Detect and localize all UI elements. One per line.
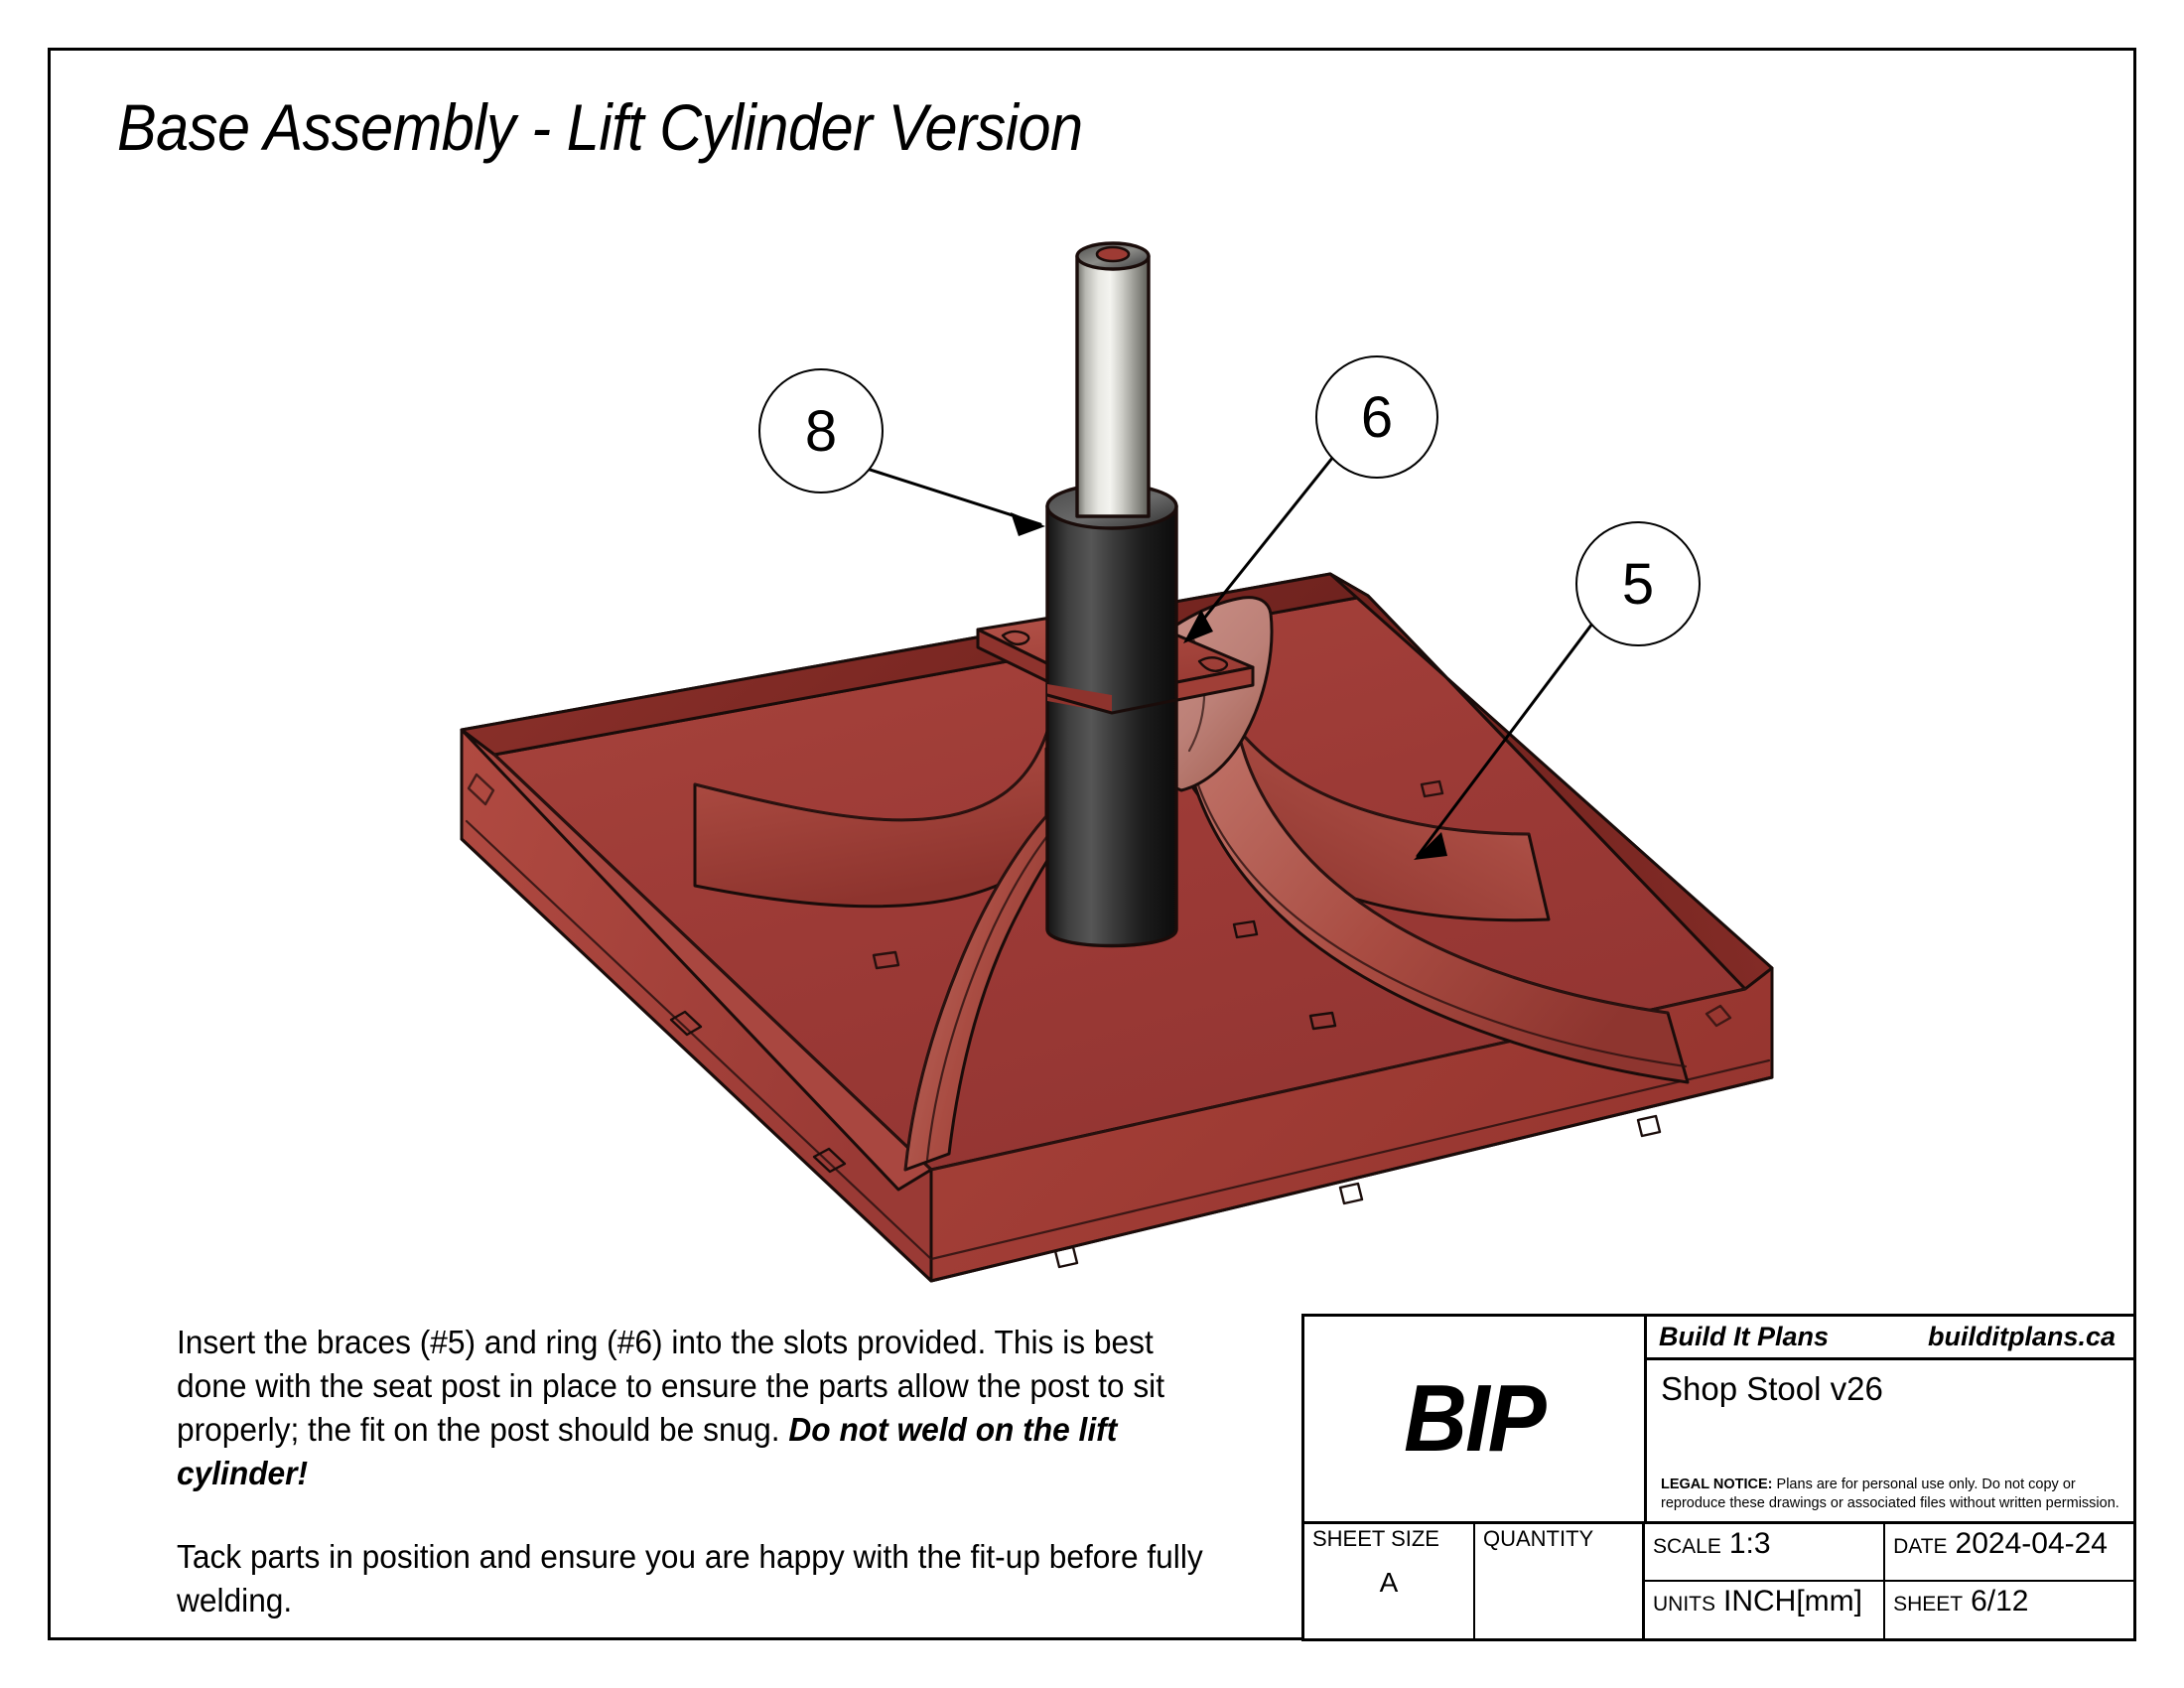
company-logo: BIP [1304,1317,1647,1521]
title-block-upper: BIP Build It Plans builditplans.ca Shop … [1304,1317,2133,1521]
scale-label: SCALE [1653,1535,1721,1558]
quantity-label: QUANTITY [1483,1526,1594,1551]
balloon-5-label: 5 [1621,551,1655,617]
project-name: Shop Stool v26 [1661,1370,1883,1407]
spec-row-1: SCALE 1:3 DATE 2024-04-24 [1645,1524,2133,1582]
note-1-text: Insert the braces (#5) and ring (#6) int… [177,1324,1165,1448]
units-value: INCH[mm] [1723,1584,1862,1618]
legal-notice: LEGAL NOTICE: Plans are for personal use… [1661,1476,2123,1513]
units-cell: UNITS INCH[mm] [1645,1581,1886,1638]
leader-8 [859,465,1042,526]
spec-grid: SCALE 1:3 DATE 2024-04-24 UNITS INCH[mm]… [1645,1524,2133,1638]
sheet-size-label: SHEET SIZE [1312,1526,1439,1551]
mounting-plate-overlay [1047,684,1112,713]
page-title: Base Assembly - Lift Cylinder Version [117,90,1083,164]
sheet-size-value: A [1379,1567,1399,1599]
balloon-8[interactable]: 8 [758,368,884,493]
date-cell: DATE 2024-04-24 [1885,1524,2133,1580]
balloon-8-label: 8 [804,398,838,464]
date-value: 2024-04-24 [1955,1527,2108,1560]
spec-row-2: UNITS INCH[mm] SHEET 6/12 [1645,1581,2133,1639]
leader-arrowheads [1011,512,1447,860]
leader-lines [859,455,1594,858]
release-button [1095,245,1131,263]
title-block-info: Build It Plans builditplans.ca Shop Stoo… [1647,1317,2133,1521]
scale-cell: SCALE 1:3 [1645,1524,1886,1580]
sheet-number-label: SHEET [1893,1592,1964,1616]
sheet-number-value: 6/12 [1971,1584,2029,1618]
company-name: Build It Plans [1659,1322,1830,1351]
title-block-lower: SHEET SIZE A QUANTITY SCALE 1:3 DATE 202… [1304,1521,2133,1638]
leader-5 [1416,622,1594,858]
balloon-6[interactable]: 6 [1315,355,1438,479]
quantity-value [1475,1550,1642,1567]
note-paragraph-1: Insert the braces (#5) and ring (#6) int… [177,1321,1206,1495]
assembly-notes: Insert the braces (#5) and ring (#6) int… [177,1321,1206,1662]
project-area: Shop Stool v26 LEGAL NOTICE: Plans are f… [1647,1360,2133,1521]
legal-notice-heading: LEGAL NOTICE: [1661,1477,1773,1492]
tray-tab-notches [467,773,1732,1269]
note-1-emphasis: Do not weld on the lift cylinder! [177,1411,1118,1491]
scale-value: 1:3 [1728,1527,1771,1560]
note-paragraph-2: Tack parts in position and ensure you ar… [177,1538,1203,1618]
cylinder-black-body [1045,504,1178,948]
sheet-size-cell: SHEET SIZE A [1304,1524,1475,1638]
units-label: UNITS [1653,1592,1715,1616]
company-website[interactable]: builditplans.ca [1927,1322,2116,1351]
sheet-number-cell: SHEET 6/12 [1885,1582,2133,1639]
brand-row: Build It Plans builditplans.ca [1647,1317,2133,1360]
leader-6 [1185,455,1335,641]
quantity-cell: QUANTITY [1475,1524,1645,1638]
legal-notice-text: Plans are for personal use only. Do not … [1661,1477,2119,1511]
date-label: DATE [1893,1535,1948,1558]
balloon-5[interactable]: 5 [1575,521,1701,646]
title-block: BIP Build It Plans builditplans.ca Shop … [1301,1314,2136,1641]
company-logo-text: BIP [1404,1365,1547,1472]
balloon-6-label: 6 [1360,384,1394,450]
drawing-border [48,48,2136,1640]
